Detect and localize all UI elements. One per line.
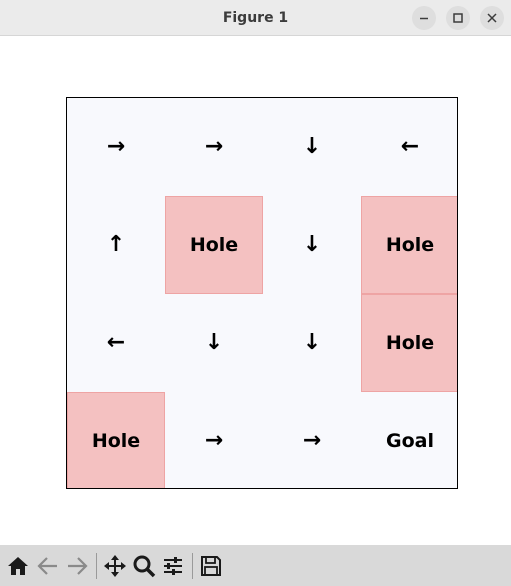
policy-cell: ↓	[263, 294, 361, 392]
close-button[interactable]	[480, 6, 504, 30]
title-bar: Figure 1	[0, 0, 511, 36]
policy-cell: ↓	[165, 294, 263, 392]
hole-cell: Hole	[361, 196, 457, 294]
zoom-button[interactable]	[131, 553, 157, 579]
policy-arrow: ←	[400, 134, 420, 159]
forward-arrow-icon	[68, 557, 88, 575]
minimize-button[interactable]	[412, 6, 436, 30]
policy-cell: ←	[361, 98, 457, 196]
policy-cell: →	[263, 392, 361, 488]
policy-arrow: ↓	[302, 134, 322, 159]
policy-cell: →	[165, 392, 263, 488]
configure-subplots-button[interactable]	[160, 553, 186, 579]
policy-arrow: →	[204, 428, 224, 453]
save-icon	[201, 556, 221, 576]
close-icon	[487, 13, 497, 23]
back-arrow-icon	[37, 557, 57, 575]
navigation-toolbar	[0, 545, 511, 586]
goal-label: Goal	[386, 430, 434, 452]
save-button[interactable]	[198, 553, 224, 579]
policy-cell: ↑	[67, 196, 165, 294]
home-icon	[8, 557, 28, 575]
policy-arrow: →	[106, 134, 126, 159]
toolbar-separator	[96, 553, 97, 579]
zoom-icon	[133, 555, 156, 578]
policy-arrow: →	[204, 134, 224, 159]
policy-cell: ←	[67, 294, 165, 392]
maximize-icon	[453, 13, 463, 23]
hole-cell: Hole	[361, 294, 457, 392]
hole-cell: Hole	[67, 392, 165, 488]
policy-arrow: ←	[106, 330, 126, 355]
configure-subplots-icon	[164, 557, 182, 575]
policy-arrow: →	[302, 428, 322, 453]
toolbar-separator	[192, 553, 193, 579]
back-button[interactable]	[35, 553, 61, 579]
hole-label: Hole	[385, 332, 435, 354]
policy-cell: →	[67, 98, 165, 196]
window-title: Figure 1	[222, 10, 289, 26]
policy-arrow: ↓	[302, 330, 322, 355]
policy-arrow: ↓	[204, 330, 224, 355]
home-button[interactable]	[5, 553, 31, 579]
goal-cell: Goal	[361, 392, 457, 488]
minimize-icon	[420, 17, 428, 20]
policy-cell: ↓	[263, 196, 361, 294]
hole-label: Hole	[91, 430, 141, 452]
forward-button[interactable]	[64, 553, 90, 579]
pan-button[interactable]	[102, 553, 128, 579]
maximize-button[interactable]	[446, 6, 470, 30]
policy-arrow: ↑	[106, 232, 126, 257]
policy-cell: →	[165, 98, 263, 196]
policy-cell: ↓	[263, 98, 361, 196]
policy-arrow: ↓	[302, 232, 322, 257]
hole-label: Hole	[189, 234, 239, 256]
pan-icon	[104, 555, 126, 577]
hole-label: Hole	[385, 234, 435, 256]
hole-cell: Hole	[165, 196, 263, 294]
